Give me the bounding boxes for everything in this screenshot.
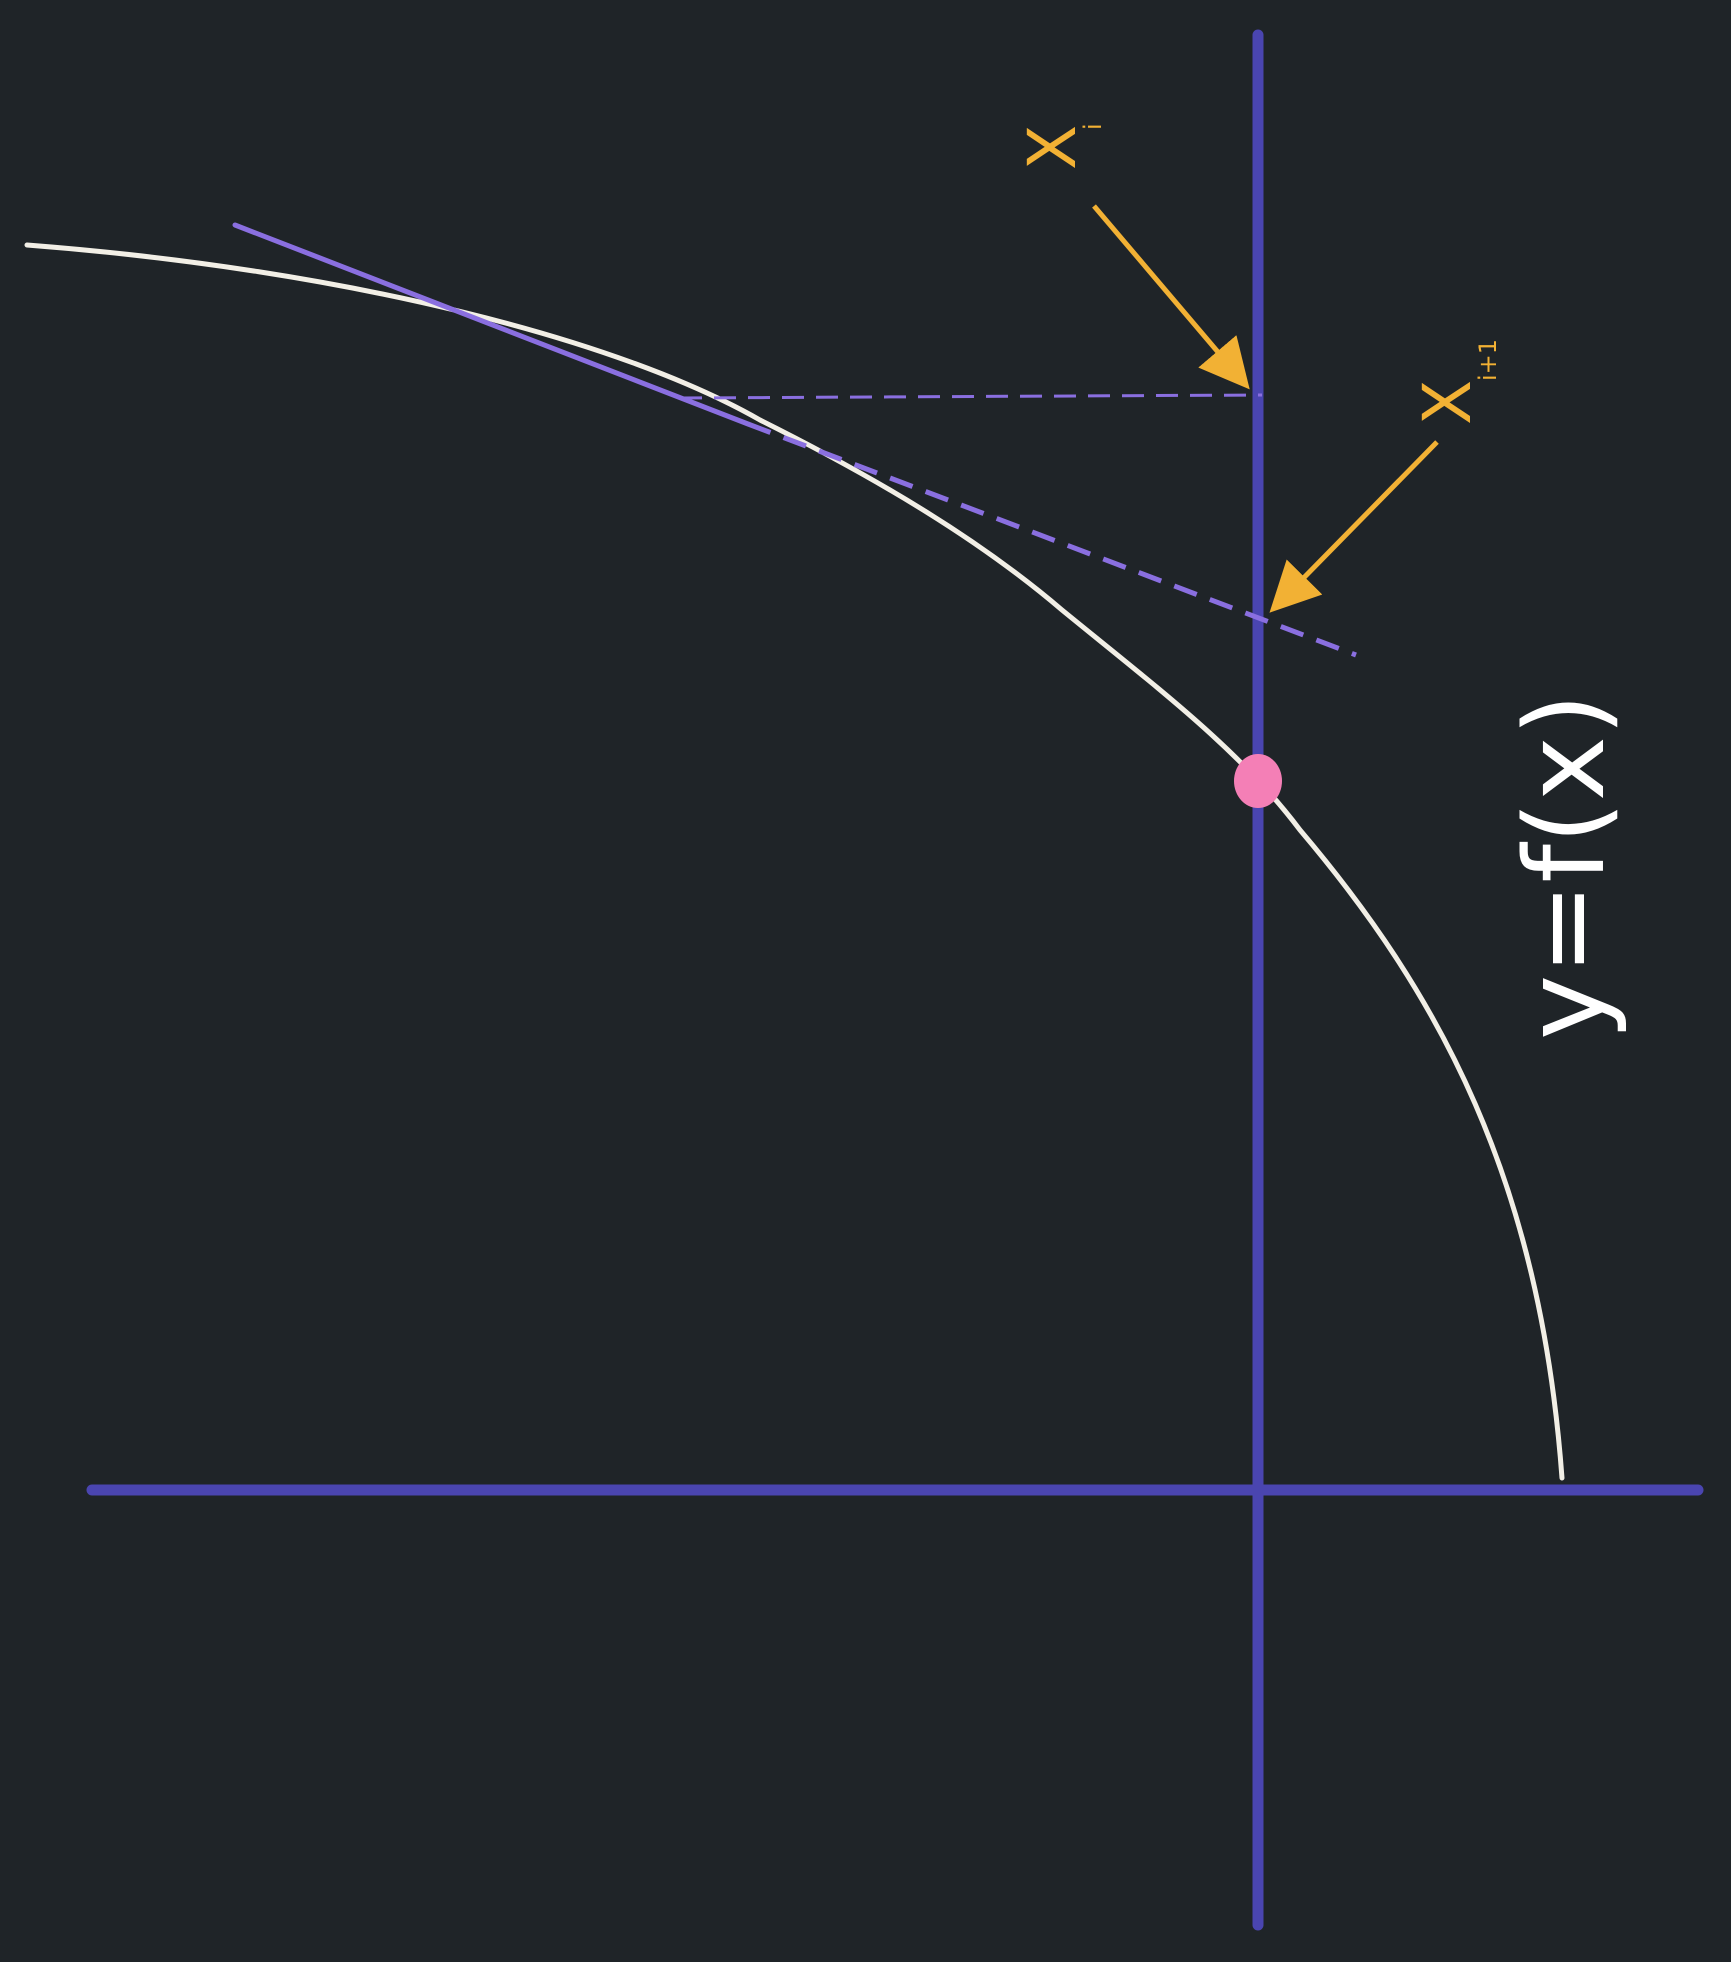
tangent-line-dashed bbox=[747, 421, 1357, 658]
label-x-i-base: X bbox=[1014, 125, 1091, 170]
label-x-i1: X i+1 bbox=[1409, 339, 1502, 425]
curve-label: y=f(x) bbox=[1501, 693, 1629, 1040]
label-x-i1-sub: i+1 bbox=[1474, 339, 1502, 381]
label-x-i-sub: i bbox=[1079, 123, 1107, 130]
arrow-to-x-i bbox=[1092, 204, 1250, 390]
label-x-i1-base: X bbox=[1409, 380, 1486, 425]
horizontal-dashed-projection bbox=[679, 393, 1263, 400]
arrow-to-x-i1 bbox=[1269, 440, 1439, 613]
label-x-i: X i bbox=[1014, 123, 1107, 170]
tangent-line-solid bbox=[232, 222, 751, 427]
root-point bbox=[1234, 754, 1282, 808]
function-curve bbox=[24, 242, 1565, 1481]
